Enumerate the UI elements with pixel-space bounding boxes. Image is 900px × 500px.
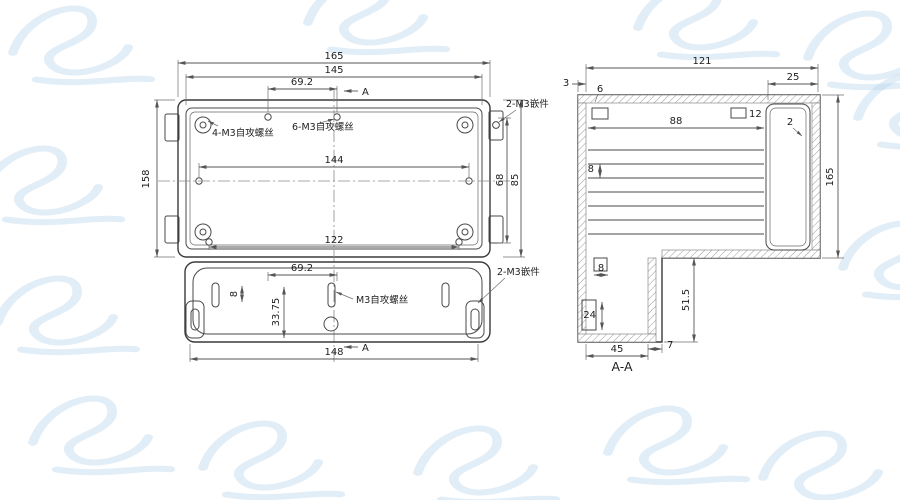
section-pocket — [765, 103, 811, 251]
insert-hole-top-right — [492, 121, 500, 129]
dim-8-rib-label: 8 — [588, 164, 594, 175]
plan-view: 165 145 69.2 A 158 144 122 68 — [141, 51, 549, 362]
section-letter-bottom: A — [362, 343, 369, 354]
bottom-outline — [184, 261, 491, 343]
note-4m3-screws: 4-M3自攻螺丝 — [212, 127, 274, 139]
dim-88-label: 88 — [670, 116, 683, 127]
dim-8-step-label: 8 — [598, 263, 604, 274]
dim-68-label: 68 — [495, 174, 506, 187]
dim-45-label: 45 — [611, 344, 624, 355]
section-ribs — [588, 149, 764, 235]
pocket-detail-lower — [581, 299, 597, 331]
dim-6-label: 6 — [597, 84, 603, 95]
note-m3-screw: M3自攻螺丝 — [356, 294, 408, 306]
dim-165-label: 165 — [324, 51, 343, 62]
dim-7-label: 7 — [667, 340, 673, 351]
mounting-ear-right — [465, 300, 485, 339]
section-outline — [577, 94, 821, 343]
tab-left-bottom — [164, 215, 180, 244]
step-detail — [593, 257, 608, 272]
dim-165-section-label: 165 — [825, 167, 836, 186]
dim-148-label: 148 — [324, 347, 343, 358]
tab-left-top — [164, 113, 180, 142]
dim-122-label: 122 — [324, 235, 343, 246]
dim-2-label: 2 — [787, 117, 793, 128]
clip-detail-left — [591, 107, 609, 120]
dim-33-75-label: 33.75 — [271, 298, 282, 327]
dim-69-2-top-label: 69.2 — [291, 77, 313, 88]
section-letter-top: A — [362, 87, 369, 98]
dim-25-label: 25 — [787, 72, 800, 83]
bottom-slots — [211, 282, 450, 332]
dim-24-label: 24 — [583, 310, 596, 321]
tab-right-top — [488, 110, 504, 141]
section-hatched-walls — [577, 94, 821, 343]
enclosure-inner-wall — [185, 107, 483, 250]
dim-12-label: 12 — [749, 109, 762, 120]
note-6m3-screws: 6-M3自攻螺丝 — [292, 121, 354, 133]
dim-144-label: 144 — [324, 155, 343, 166]
dim-85-label: 85 — [510, 174, 521, 187]
note-insert-bottom: 2-M3嵌件 — [497, 266, 540, 278]
dim-8-bottom-label: 8 — [229, 291, 240, 297]
clip-detail-right — [730, 107, 747, 119]
dim-3-label: 3 — [563, 78, 569, 89]
mounting-ear-left — [185, 300, 205, 339]
dim-158-label: 158 — [141, 169, 152, 188]
section-label: A-A — [611, 359, 633, 374]
section-view: 121 25 3 6 88 8 2 12 165 51.5 — [563, 56, 844, 374]
tab-right-bottom — [488, 215, 504, 244]
dim-51-5-label: 51.5 — [681, 289, 692, 311]
note-insert-top: 2-M3嵌件 — [506, 98, 549, 110]
dim-145-label: 145 — [324, 65, 343, 76]
bottom-view: 69.2 8 33.75 M3自攻螺丝 2-M3嵌件 148 A — [184, 261, 540, 362]
dim-121-label: 121 — [692, 56, 711, 67]
dim-69-2-bottom-label: 69.2 — [291, 263, 313, 274]
